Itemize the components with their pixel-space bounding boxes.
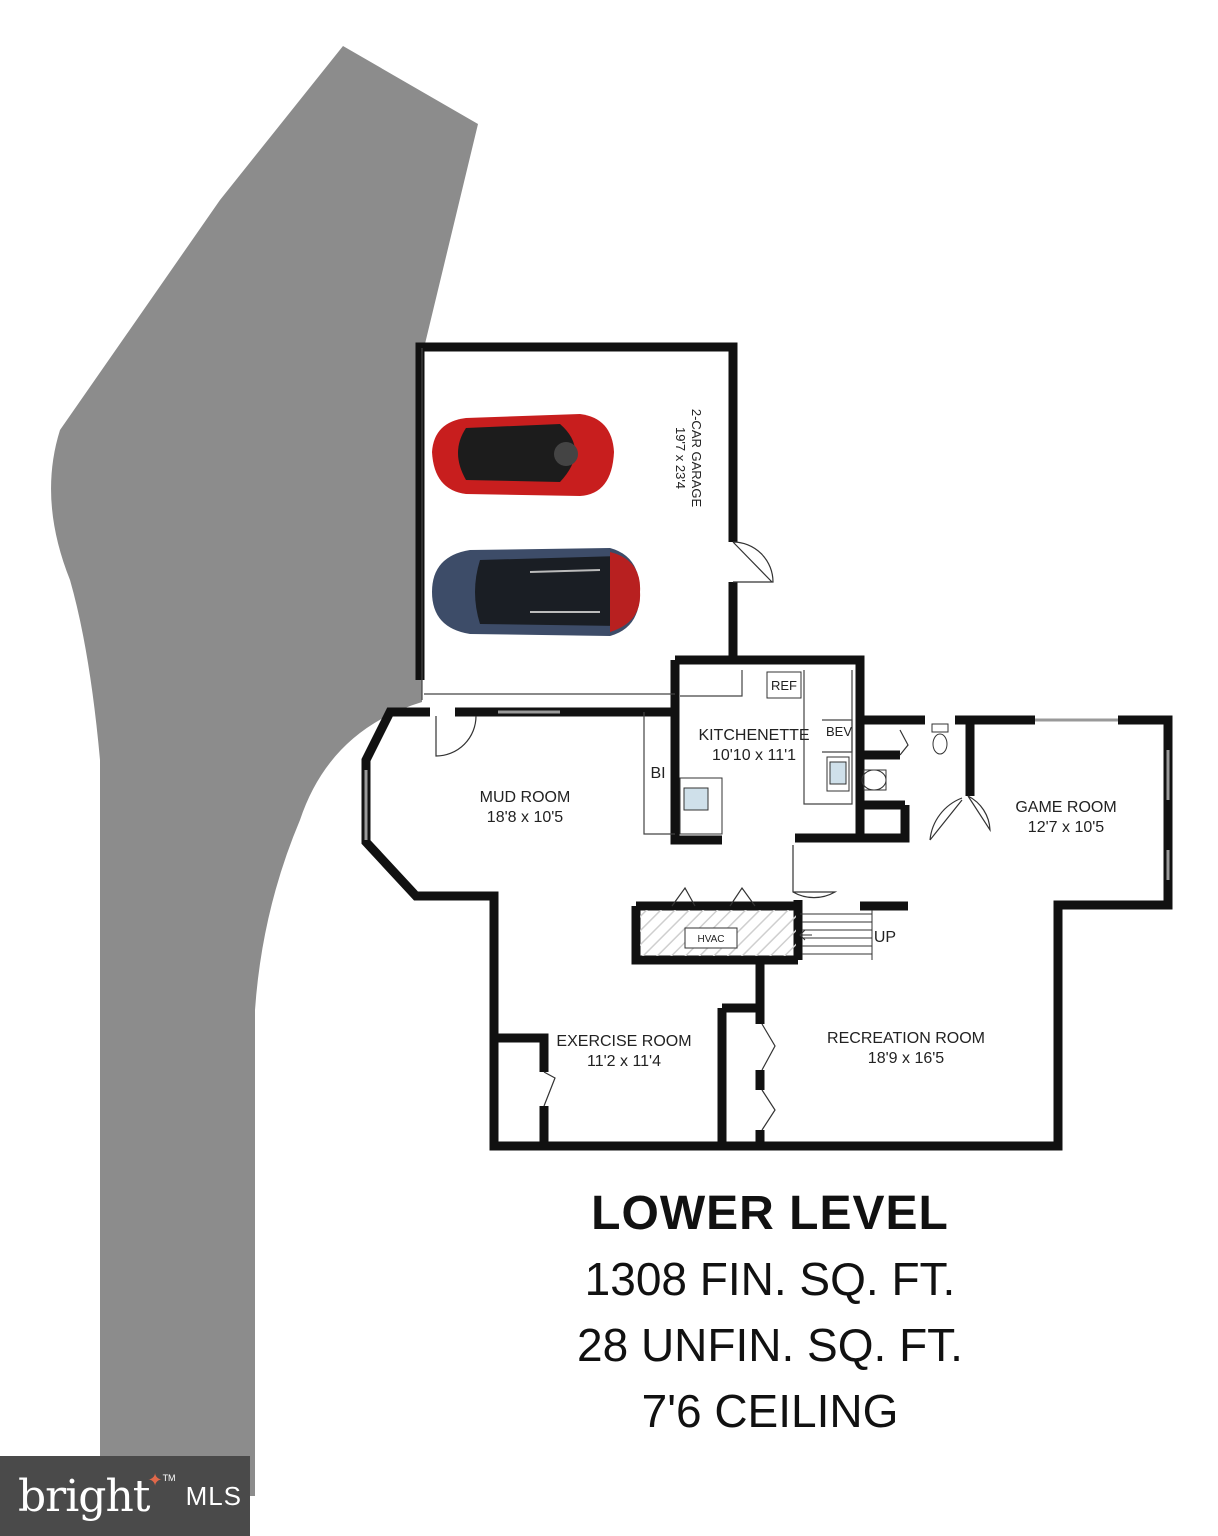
logo-tm: TM	[162, 1473, 176, 1483]
hvac-unit	[684, 927, 738, 949]
level-title: LOWER LEVEL	[591, 1187, 949, 1240]
exercise-room-name: EXERCISE ROOM	[556, 1033, 691, 1050]
room-labels: 2-CAR GARAGE 19'7 x 23'4 KITCHENETTE 10'…	[480, 409, 1117, 1070]
recreation-room-dims: 18'9 x 16'5	[868, 1050, 944, 1067]
star-icon: ✦	[147, 1469, 163, 1490]
bev-label: BEV	[826, 724, 852, 739]
kitchenette-name: KITCHENETTE	[698, 727, 809, 744]
garage-dims: 19'7 x 23'4	[673, 427, 688, 489]
hvac-label: HVAC	[697, 934, 724, 945]
logo-brand: bright	[18, 1470, 150, 1522]
red-car-icon	[432, 414, 614, 496]
blue-car-icon	[432, 548, 641, 636]
finished-area: 1308 FIN. SQ. FT.	[584, 1253, 956, 1305]
staircase	[799, 910, 873, 960]
driveway	[51, 46, 478, 1496]
mud-room-name: MUD ROOM	[480, 789, 571, 806]
thin-walls	[364, 348, 1170, 880]
bi-label: BI	[650, 765, 665, 782]
door-swings	[435, 541, 991, 1131]
logo-mls: MLS	[185, 1480, 243, 1511]
game-room-dims: 12'7 x 10'5	[1028, 819, 1104, 836]
bright-mls-logo: bright ✦ TM MLS	[0, 1456, 250, 1536]
mud-room-dims: 18'8 x 10'5	[487, 809, 563, 826]
recreation-room-name: RECREATION ROOM	[827, 1030, 985, 1047]
game-room-name: GAME ROOM	[1015, 799, 1116, 816]
ref-label: REF	[771, 678, 797, 693]
kitchen-fixtures	[679, 671, 949, 835]
ceiling-height: 7'6 CEILING	[641, 1385, 899, 1437]
garage-name: 2-CAR GARAGE	[689, 409, 704, 508]
kitchenette-dims: 10'10 x 11'1	[712, 747, 796, 764]
up-label: UP	[874, 929, 896, 946]
unfinished-area: 28 UNFIN. SQ. FT.	[577, 1319, 963, 1371]
exercise-room-dims: 11'2 x 11'4	[587, 1053, 661, 1070]
